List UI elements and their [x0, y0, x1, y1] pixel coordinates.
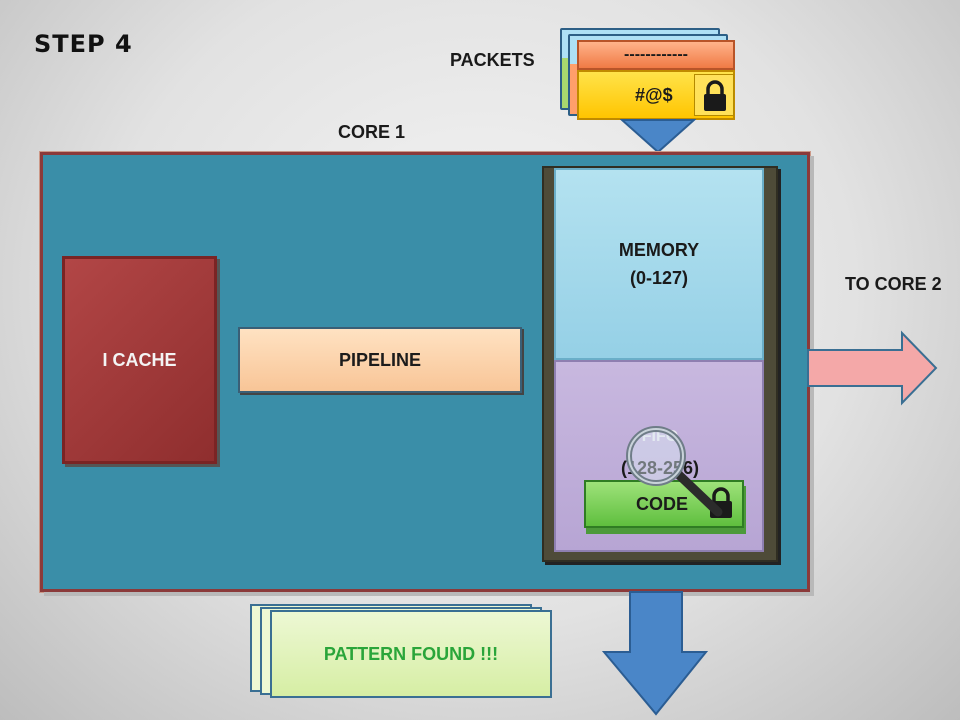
core-label: CORE 1 [338, 122, 406, 142]
to-core2-arrow [807, 330, 938, 406]
packet-payload-text: #@$ [635, 84, 673, 105]
packet-header: ------------ [577, 40, 735, 70]
packet-padlock-box [694, 74, 734, 116]
to-core2-label: TO CORE 2 [845, 274, 942, 294]
padlock-icon [704, 80, 726, 111]
output-arrow-down [602, 591, 708, 716]
icache-block: I CACHE [62, 256, 217, 464]
pattern-found-label: PATTERN FOUND !!! [323, 643, 499, 664]
packets-label: PACKETS [450, 50, 535, 70]
packet-arrow-down [620, 119, 696, 154]
step-title: STEP 4 [34, 30, 133, 58]
icache-label: I CACHE [102, 349, 177, 370]
memory-title: MEMORY [618, 240, 700, 260]
pipeline-block: PIPELINE [238, 327, 522, 393]
memory-block: MEMORY (0-127) [554, 168, 764, 360]
memory-range: (0-127) [629, 268, 689, 288]
magnifier-icon [626, 426, 723, 517]
code-label: CODE [636, 493, 689, 514]
pattern-found-box: PATTERN FOUND !!! [270, 610, 552, 698]
pipeline-label: PIPELINE [338, 349, 422, 370]
